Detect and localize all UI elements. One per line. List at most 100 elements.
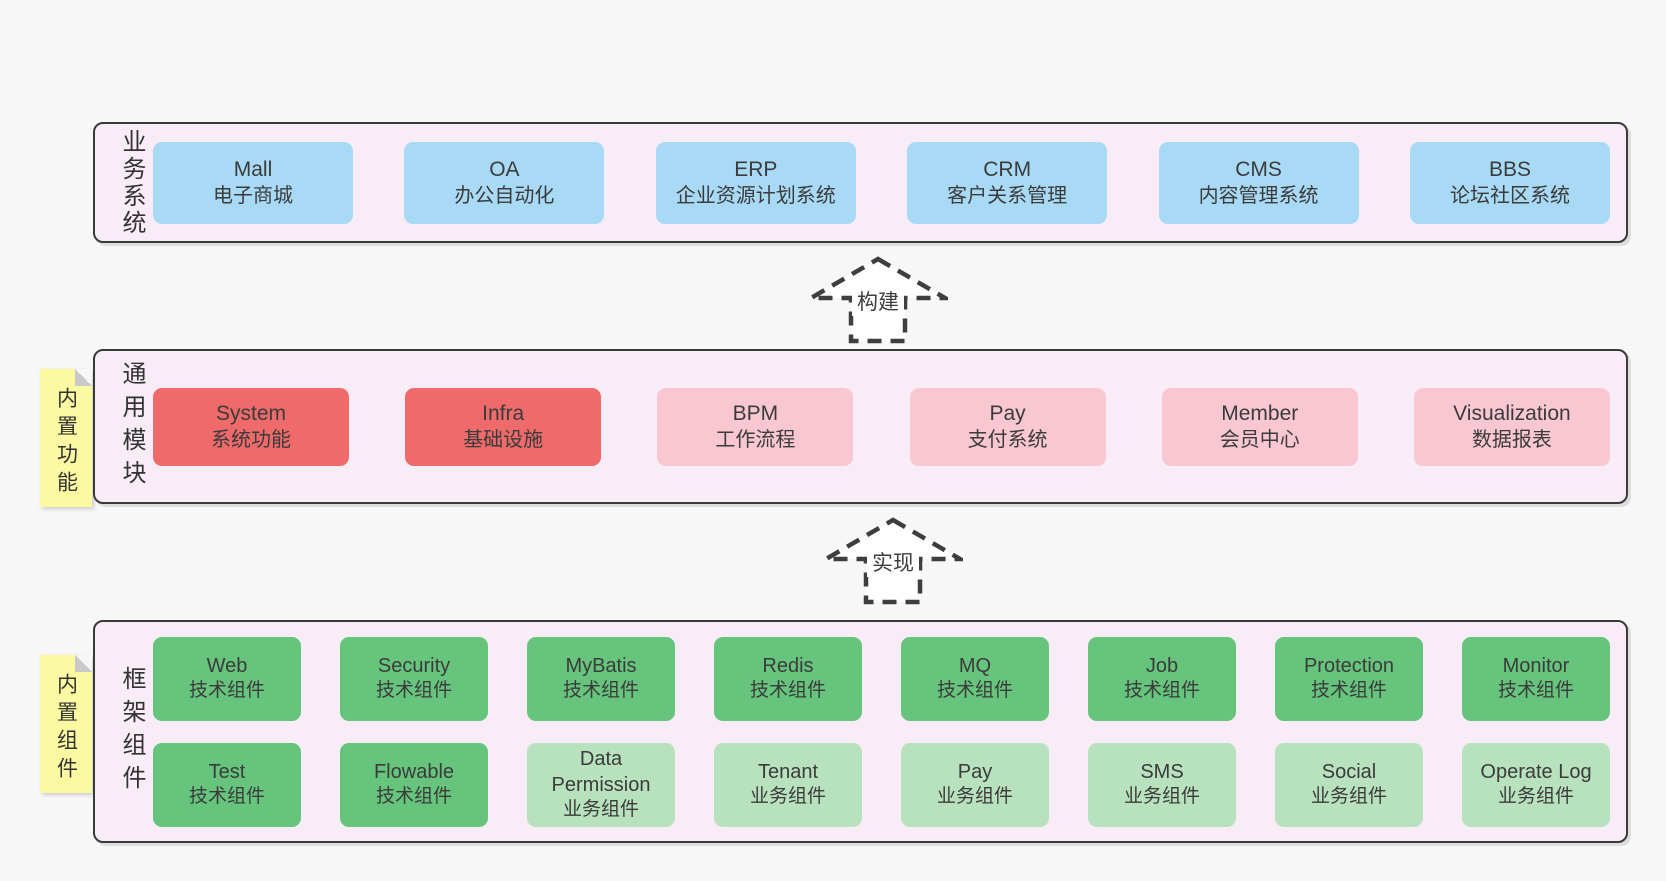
box-subtitle: 技术组件 bbox=[375, 680, 452, 702]
component-row-1: Web 技术组件 Security 技术组件 MyBatis 技术组件 Redi… bbox=[153, 636, 1610, 721]
box-bpm: BPM 工作流程 bbox=[657, 387, 854, 466]
box-subtitle: 企业资源计划系统 bbox=[675, 185, 836, 208]
box-security: Security 技术组件 bbox=[340, 636, 488, 721]
box-name: Pay bbox=[989, 401, 1026, 425]
box-subtitle: 业务组件 bbox=[1497, 786, 1574, 808]
box-name: Pay bbox=[957, 761, 993, 784]
component-row-2: Test 技术组件 Flowable 技术组件 Data Permission … bbox=[153, 742, 1610, 827]
box-subtitle: 论坛社区系统 bbox=[1449, 185, 1570, 208]
layer-label-framework-components: 框架组件 bbox=[118, 665, 145, 798]
box-name: Infra bbox=[482, 401, 525, 425]
box-name: Member bbox=[1221, 401, 1299, 425]
box-subtitle: 技术组件 bbox=[1123, 680, 1200, 702]
box-subtitle: 业务组件 bbox=[562, 799, 639, 821]
box-test: Test 技术组件 bbox=[153, 742, 301, 827]
box-subtitle: 业务组件 bbox=[1310, 786, 1387, 808]
arrow-label: 实现 bbox=[872, 552, 914, 575]
box-name: OA bbox=[489, 157, 520, 181]
box-name: Data Permission bbox=[551, 748, 651, 797]
box-name: CRM bbox=[983, 157, 1032, 181]
box-name: ERP bbox=[734, 157, 778, 181]
box-subtitle: 支付系统 bbox=[967, 429, 1048, 452]
box-infra: Infra 基础设施 bbox=[405, 387, 602, 466]
box-monitor: Monitor 技术组件 bbox=[1462, 636, 1610, 721]
box-name: Operate Log bbox=[1480, 761, 1592, 784]
box-subtitle: 技术组件 bbox=[1310, 680, 1387, 702]
box-subtitle: 技术组件 bbox=[375, 786, 452, 808]
layer-label-common-modules: 通用模块 bbox=[118, 360, 145, 493]
box-name: Monitor bbox=[1502, 655, 1570, 678]
common-modules-panel: 通用模块 System 系统功能 Infra 基础设施 BPM 工作流程 Pay… bbox=[93, 349, 1628, 504]
module-boxes-row: System 系统功能 Infra 基础设施 BPM 工作流程 Pay 支付系统… bbox=[143, 351, 1626, 502]
box-web: Web 技术组件 bbox=[153, 636, 301, 721]
box-name: Web bbox=[206, 655, 248, 678]
box-member: Member 会员中心 bbox=[1161, 387, 1358, 466]
arrow-label-bg bbox=[852, 287, 904, 316]
box-subtitle: 技术组件 bbox=[188, 786, 265, 808]
box-mybatis: MyBatis 技术组件 bbox=[527, 636, 675, 721]
box-subtitle: 电子商城 bbox=[213, 185, 293, 208]
box-subtitle: 技术组件 bbox=[749, 680, 826, 702]
box-subtitle: 基础设施 bbox=[463, 429, 544, 452]
up-arrow-icon: 实现 bbox=[817, 517, 969, 605]
box-redis: Redis 技术组件 bbox=[714, 636, 862, 721]
sticky-note-builtin-components: 内置组件 bbox=[40, 655, 92, 793]
box-name: Mall bbox=[233, 157, 273, 181]
box-mall: Mall 电子商城 bbox=[153, 141, 353, 224]
box-cms: CMS 内容管理系统 bbox=[1158, 141, 1359, 224]
box-name: Social bbox=[1321, 761, 1377, 784]
box-name: BBS bbox=[1488, 157, 1531, 181]
box-oa: OA 办公自动化 bbox=[404, 141, 605, 224]
box-name: CMS bbox=[1235, 157, 1282, 181]
box-job: Job 技术组件 bbox=[1088, 636, 1236, 721]
box-name: Security bbox=[377, 655, 451, 678]
box-subtitle: 办公自动化 bbox=[454, 185, 555, 208]
business-systems-panel: 业务系统 Mall 电子商城 OA 办公自动化 ERP 企业资源计划系统 CRM… bbox=[93, 122, 1628, 243]
box-name: MyBatis bbox=[565, 655, 637, 678]
box-name: BPM bbox=[732, 401, 779, 425]
box-subtitle: 工作流程 bbox=[715, 429, 796, 452]
box-name: Protection bbox=[1303, 655, 1395, 678]
box-mq: MQ 技术组件 bbox=[901, 636, 1049, 721]
component-rows: Web 技术组件 Security 技术组件 MyBatis 技术组件 Redi… bbox=[143, 622, 1626, 841]
box-social: Social 业务组件 bbox=[1275, 742, 1423, 827]
box-subtitle: 系统功能 bbox=[211, 429, 291, 452]
box-operate-log: Operate Log 业务组件 bbox=[1462, 742, 1610, 827]
box-subtitle: 业务组件 bbox=[1123, 786, 1200, 808]
box-erp: ERP 企业资源计划系统 bbox=[655, 141, 856, 224]
sticky-text: 内置组件 bbox=[54, 673, 78, 785]
box-name: Tenant bbox=[757, 761, 819, 784]
box-subtitle: 业务组件 bbox=[936, 786, 1013, 808]
box-bbs: BBS 论坛社区系统 bbox=[1409, 141, 1610, 224]
box-subtitle: 内容管理系统 bbox=[1198, 185, 1319, 208]
box-name: MQ bbox=[958, 655, 992, 678]
sticky-note-builtin-features: 内置功能 bbox=[40, 369, 92, 507]
box-subtitle: 技术组件 bbox=[1497, 680, 1574, 702]
implement-arrow: 实现 bbox=[817, 517, 969, 605]
arrow-label: 构建 bbox=[857, 291, 899, 314]
box-system: System 系统功能 bbox=[153, 387, 349, 466]
box-name: Job bbox=[1145, 655, 1179, 678]
box-name: Redis bbox=[762, 655, 814, 678]
box-name: Test bbox=[208, 761, 246, 784]
box-subtitle: 技术组件 bbox=[188, 680, 265, 702]
box-data-permission: Data Permission 业务组件 bbox=[527, 742, 675, 827]
box-subtitle: 业务组件 bbox=[749, 786, 826, 808]
box-name: SMS bbox=[1140, 761, 1184, 784]
box-protection: Protection 技术组件 bbox=[1275, 636, 1423, 721]
box-sms: SMS 业务组件 bbox=[1088, 742, 1236, 827]
box-subtitle: 会员中心 bbox=[1219, 429, 1300, 452]
framework-components-panel: 框架组件 Web 技术组件 Security 技术组件 MyBatis 技术组件… bbox=[93, 620, 1628, 843]
sticky-text: 内置功能 bbox=[54, 387, 78, 499]
box-flowable: Flowable 技术组件 bbox=[340, 742, 488, 827]
business-boxes-row: Mall 电子商城 OA 办公自动化 ERP 企业资源计划系统 CRM 客户关系… bbox=[143, 124, 1626, 241]
box-subtitle: 技术组件 bbox=[562, 680, 639, 702]
box-name: System bbox=[215, 401, 286, 425]
arrow-dashed-outline bbox=[817, 517, 969, 605]
box-subtitle: 技术组件 bbox=[936, 680, 1013, 702]
box-subtitle: 数据报表 bbox=[1471, 429, 1552, 452]
box-visualization: Visualization 数据报表 bbox=[1413, 387, 1610, 466]
layer-label-business-systems: 业务系统 bbox=[118, 128, 145, 237]
box-crm: CRM 客户关系管理 bbox=[907, 141, 1108, 224]
up-arrow-icon: 构建 bbox=[802, 256, 954, 344]
